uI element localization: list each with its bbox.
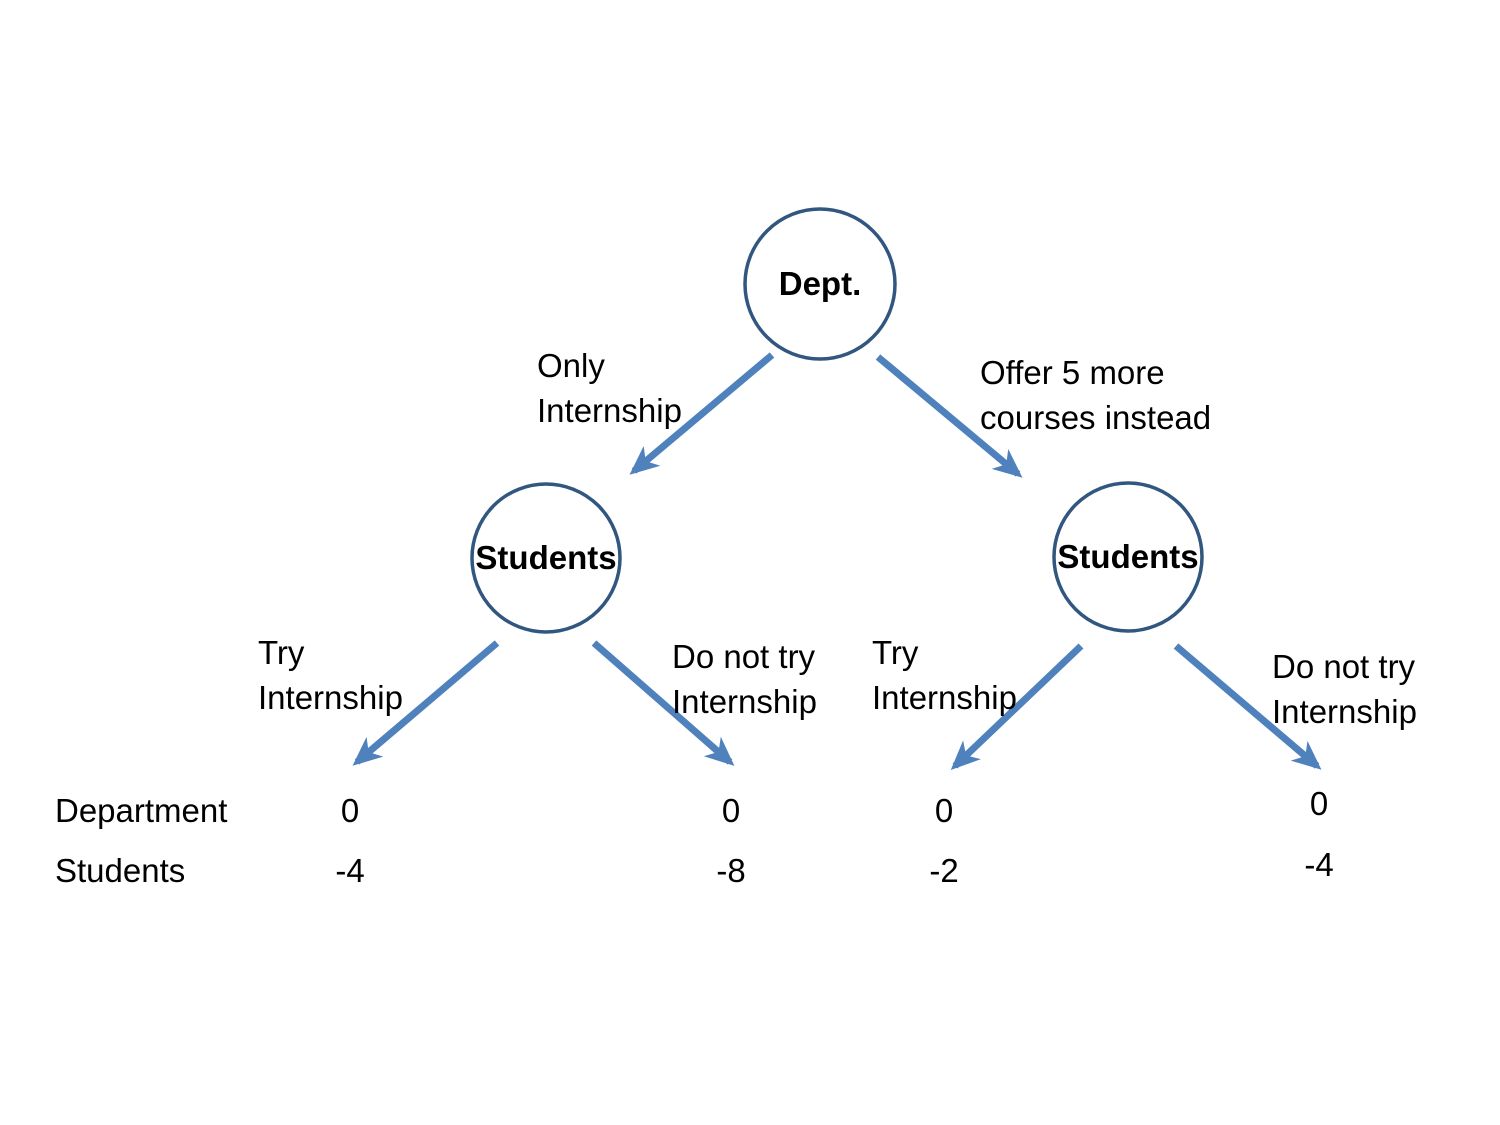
edge-dept-to-right-students	[875, 354, 1023, 478]
payoff-department-col3: 0	[934, 792, 954, 829]
payoff-students-col4: -4	[1304, 846, 1334, 883]
payoff-department-col4: 0	[1309, 785, 1329, 822]
edge-dept-to-left-students	[629, 352, 775, 475]
payoff-department-col1: 0	[340, 792, 360, 829]
edge-label-offer-courses: Offer 5 more courses instead	[980, 354, 1212, 436]
node-circle-dept	[743, 207, 897, 361]
edge-label-left-try-internship: Try Internship	[258, 634, 403, 716]
payoff-row-label-department: Department	[55, 792, 228, 829]
payoff-students-col2: -8	[716, 852, 746, 889]
edge-left-students-try	[352, 640, 500, 766]
node-label-dept: Dept.	[778, 265, 862, 302]
edge-label-right-do-not-try-internship: Do not try Internship	[1272, 648, 1417, 730]
edge-label-right-try-internship: Try Internship	[872, 634, 1017, 716]
payoff-department-col2: 0	[721, 792, 741, 829]
node-label-left-students: Students	[475, 539, 617, 576]
node-label-right-students: Students	[1057, 538, 1199, 575]
edge-left-students-no-try	[591, 640, 735, 766]
payoff-students-col1: -4	[335, 852, 365, 889]
edge-label-only-internship: Only Internship	[537, 347, 682, 429]
edge-right-students-try	[950, 643, 1084, 771]
edge-right-students-no-try	[1173, 643, 1322, 770]
node-circle-right-students	[1052, 481, 1204, 633]
payoff-students-col3: -2	[929, 852, 959, 889]
node-circle-left-students	[470, 482, 622, 634]
edge-label-left-do-not-try-internship: Do not try Internship	[672, 638, 817, 720]
payoff-row-label-students: Students	[55, 852, 186, 889]
